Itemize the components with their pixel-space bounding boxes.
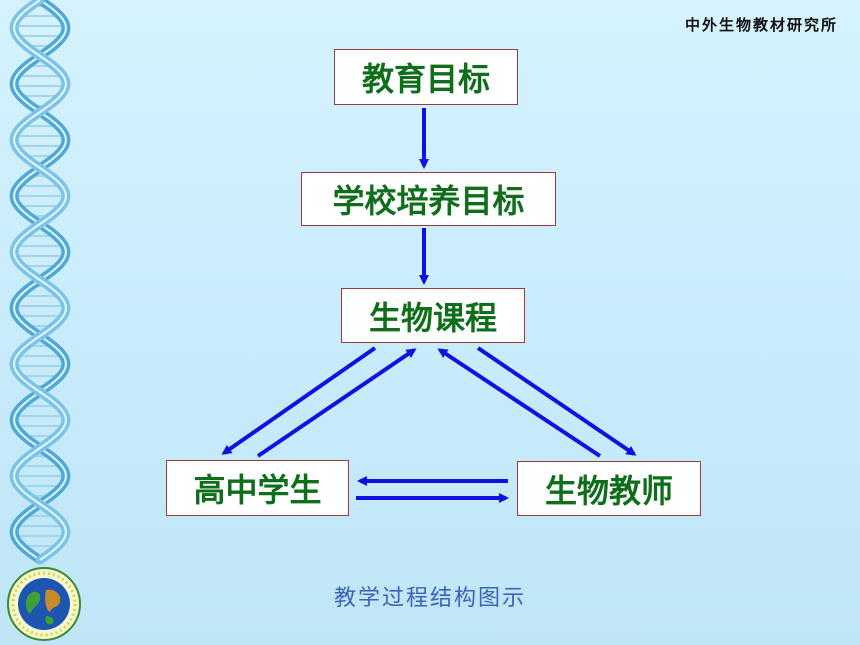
arrow-course-to-teachers xyxy=(476,346,637,456)
dna-helix-icon xyxy=(9,0,71,565)
globe-emblem-icon xyxy=(7,567,81,641)
organization-title: 中外生物教材研究所 xyxy=(684,16,838,34)
node-biology-course: 生物课程 xyxy=(341,288,525,343)
arrow-students-to-course xyxy=(256,348,417,458)
node-school-training-goal: 学校培养目标 xyxy=(301,172,556,226)
node-high-school-students: 高中学生 xyxy=(166,460,349,516)
arrow-teachers-to-course xyxy=(437,348,602,458)
arrow-course-to-students xyxy=(221,346,377,455)
node-education-goal: 教育目标 xyxy=(334,49,518,105)
node-biology-teachers: 生物教师 xyxy=(517,461,701,516)
diagram-caption: 教学过程结构图示 xyxy=(333,586,526,611)
